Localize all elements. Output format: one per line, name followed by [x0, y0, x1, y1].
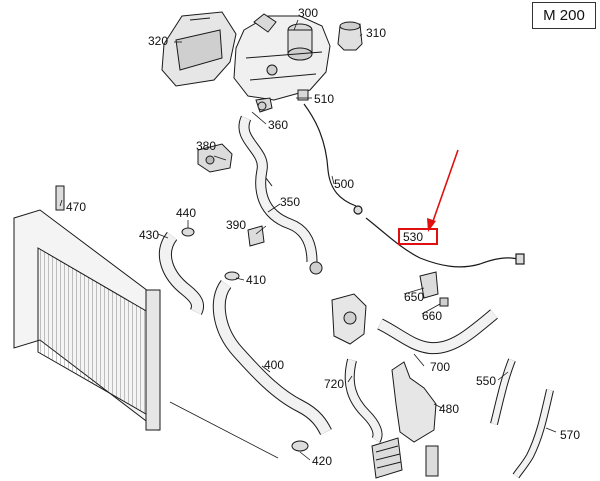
model-label: M 200	[532, 2, 596, 29]
label-530[interactable]: 530	[403, 230, 424, 244]
label-500[interactable]: 500	[334, 177, 355, 191]
part-470-sensor[interactable]	[55, 185, 65, 211]
label-310[interactable]: 310	[366, 26, 387, 40]
label-410[interactable]: 410	[246, 273, 267, 287]
thermostat-housing[interactable]	[331, 293, 367, 345]
label-390[interactable]: 390	[226, 218, 247, 232]
label-470[interactable]: 470	[66, 200, 87, 214]
part-510-connector[interactable]	[297, 89, 309, 101]
part-660-bolt[interactable]	[439, 297, 449, 307]
part-350-hose[interactable]	[238, 115, 323, 275]
label-300[interactable]: 300	[298, 6, 319, 20]
part-720-hose[interactable]	[344, 358, 383, 443]
part-530-vent-line[interactable]	[365, 217, 525, 268]
part-300-expansion-tank[interactable]	[233, 13, 331, 101]
label-570[interactable]: 570	[560, 428, 581, 442]
label-350[interactable]: 350	[280, 195, 301, 209]
label-420[interactable]: 420	[312, 454, 333, 468]
label-440[interactable]: 440	[176, 206, 197, 220]
label-430[interactable]: 430	[139, 228, 160, 242]
part-380-bracket[interactable]	[197, 143, 233, 173]
highlight-box-530	[398, 228, 438, 245]
part-410-clamp[interactable]	[224, 271, 240, 281]
heat-exchanger[interactable]	[371, 437, 403, 479]
part-420-clamp[interactable]	[291, 440, 309, 452]
label-400[interactable]: 400	[264, 358, 285, 372]
part-400-hose[interactable]	[212, 280, 332, 435]
label-550[interactable]: 550	[476, 374, 497, 388]
part-320-shield[interactable]	[161, 11, 237, 87]
label-510[interactable]: 510	[314, 92, 335, 106]
part-550-hose[interactable]	[490, 358, 516, 425]
label-720[interactable]: 720	[324, 377, 345, 391]
part-480-pump-assembly[interactable]	[391, 361, 439, 477]
part-390-clip[interactable]	[247, 225, 265, 247]
part-430-hose[interactable]	[158, 232, 204, 315]
label-360[interactable]: 360	[268, 118, 289, 132]
part-500-vent-line[interactable]	[303, 103, 363, 215]
part-650-bracket[interactable]	[419, 271, 439, 299]
label-380[interactable]: 380	[196, 139, 217, 153]
part-700-hose[interactable]	[377, 309, 498, 355]
part-570-hose[interactable]	[512, 389, 554, 479]
part-440-clamp[interactable]	[181, 227, 195, 237]
leader-lines	[59, 19, 557, 461]
label-480[interactable]: 480	[439, 402, 460, 416]
part-360-clamp[interactable]	[255, 97, 273, 113]
label-650[interactable]: 650	[404, 290, 425, 304]
label-320[interactable]: 320	[148, 34, 169, 48]
highlight-arrow	[427, 149, 459, 232]
label-700[interactable]: 700	[430, 360, 451, 374]
radiator[interactable]	[13, 209, 161, 431]
part-310-cap[interactable]	[337, 21, 363, 51]
label-660[interactable]: 660	[422, 309, 443, 323]
